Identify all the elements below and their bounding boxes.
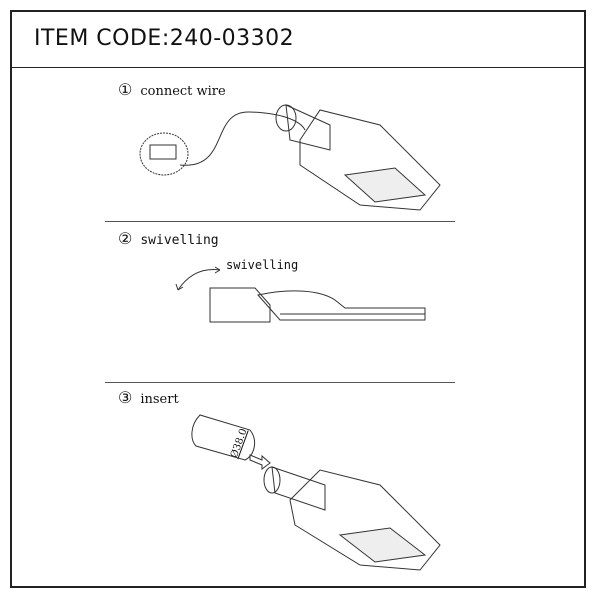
arrow-icon — [249, 454, 271, 470]
step-2-heading: ② swivelling — [118, 229, 219, 248]
connect-wire-illustration — [139, 104, 441, 211]
led-module — [338, 527, 427, 563]
instruction-sheet: ITEM CODE:240-03302 — [10, 10, 586, 588]
pole — [191, 414, 256, 461]
item-code-title: ITEM CODE:240-03302 — [34, 26, 295, 51]
luminaire-body — [299, 109, 441, 211]
divider — [105, 221, 455, 222]
mounting-arm — [209, 287, 271, 323]
header: ITEM CODE:240-03302 — [12, 12, 584, 68]
step-number: ① — [118, 80, 133, 99]
step-label: connect wire — [140, 84, 226, 99]
terminal-block-detail — [139, 132, 189, 176]
step-label: swivelling — [140, 233, 219, 248]
wire — [179, 111, 306, 166]
step-number: ② — [118, 229, 133, 248]
step-1-heading: ① connect wire — [118, 80, 226, 99]
rotate-arrow-icon — [177, 269, 221, 291]
led-module — [343, 167, 427, 203]
step-label: insert — [140, 392, 179, 407]
luminaire-body — [289, 469, 441, 571]
insert-illustration — [191, 414, 441, 571]
terminal-block — [149, 144, 177, 160]
divider — [105, 382, 455, 383]
step-3-heading: ③ insert — [118, 388, 179, 407]
swivel-annotation: swivelling — [226, 258, 299, 272]
luminaire-side — [257, 290, 426, 321]
swivelling-illustration — [175, 266, 426, 323]
step-number: ③ — [118, 388, 133, 407]
